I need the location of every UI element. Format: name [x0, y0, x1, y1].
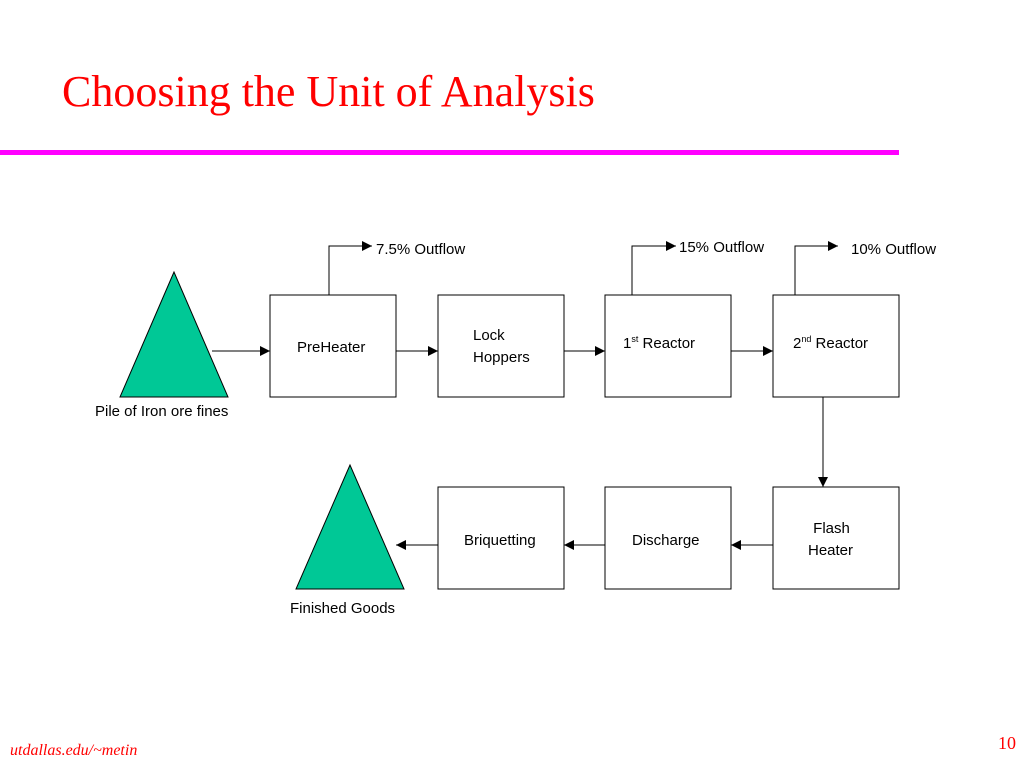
footer-source-url: utdallas.edu/~metin — [10, 742, 138, 759]
briquetting-label: Briquetting — [464, 532, 536, 549]
reactor-1-label: 1st Reactor — [623, 333, 695, 355]
reactor-1-label-number: 1 — [623, 335, 632, 352]
outflow-label-reactor-2: 10% Outflow — [851, 241, 937, 258]
title-rule — [0, 150, 899, 155]
lock-hoppers-box — [437, 294, 565, 398]
reactor-2-label-text: Reactor — [811, 335, 869, 352]
preheater-label: PreHeater — [297, 339, 366, 356]
reactor-2-box — [772, 294, 900, 398]
lock-hoppers-label-line-2: Hoppers — [473, 349, 530, 366]
reactor-1-box — [604, 294, 732, 398]
outflow-arrow-preheater — [328, 241, 372, 295]
outflow-label-reactor-1: 15% Outflow — [679, 239, 765, 256]
flash-heater-label: Flash Heater — [808, 518, 853, 562]
reactor-1-label-ordinal: st — [631, 334, 639, 344]
reactor-2-label-ordinal: nd — [801, 334, 812, 344]
discharge-label: Discharge — [632, 532, 700, 549]
page-number: 10 — [998, 733, 1016, 753]
lock-hoppers-label: Lock Hoppers — [473, 325, 530, 369]
outflow-arrow-reactor-2 — [794, 241, 838, 295]
reactor-1-label-text: Reactor — [638, 335, 696, 352]
finished-goods-triangle — [295, 463, 405, 590]
flash-heater-box — [772, 486, 900, 590]
briquetting-box — [437, 486, 565, 590]
slide-title: Choosing the Unit of Analysis — [62, 67, 595, 116]
lock-hoppers-label-line-1: Lock — [473, 327, 505, 344]
outflow-label-preheater: 7.5% Outflow — [376, 241, 466, 258]
flash-heater-label-line-2: Heater — [808, 542, 854, 559]
source-caption: Pile of Iron ore fines — [95, 403, 229, 420]
outflow-arrow-reactor-1 — [631, 241, 676, 295]
reactor-2-label-number: 2 — [793, 335, 802, 352]
raw-material-pile-triangle — [119, 270, 229, 398]
discharge-box — [604, 486, 732, 590]
flash-heater-label-line-1: Flash — [813, 520, 850, 537]
preheater-box — [269, 294, 397, 398]
sink-caption: Finished Goods — [290, 600, 396, 617]
reactor-2-label: 2nd Reactor — [793, 333, 868, 355]
